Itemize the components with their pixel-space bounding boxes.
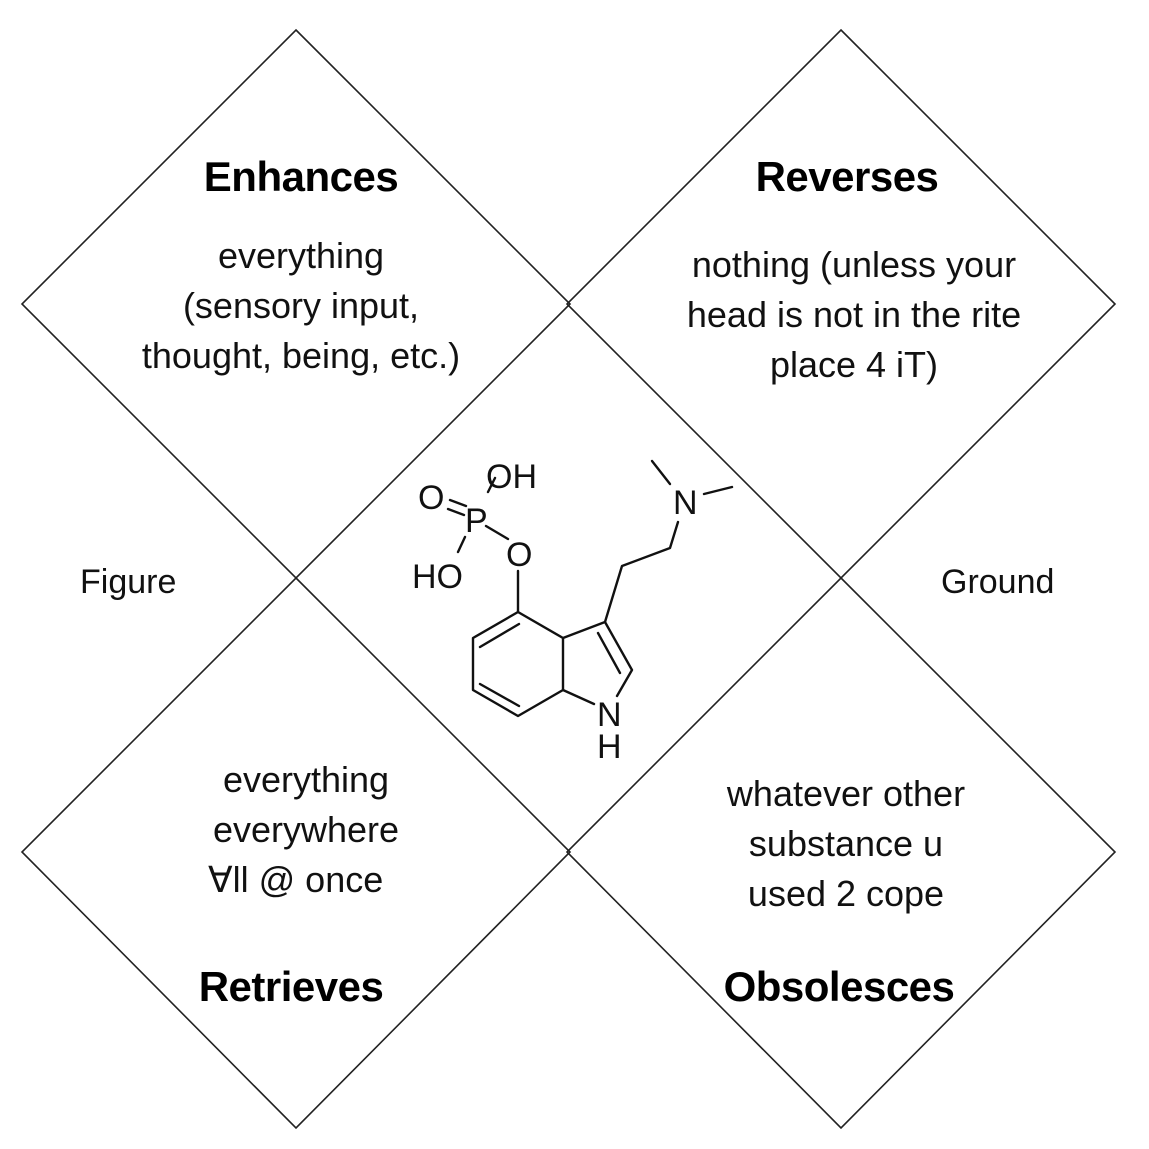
- reverses-line: head is not in the rite: [686, 294, 1022, 335]
- atom-oh: OH: [486, 458, 537, 496]
- atom-labels: OH O P O HO N N H: [412, 458, 698, 766]
- obsolesces-text: whatever other substance u used 2 cope: [676, 769, 1016, 919]
- enhances-title: Enhances: [203, 153, 399, 200]
- enhances-text: everything (sensory input, thought, bein…: [96, 231, 506, 381]
- reverses-line: nothing (unless your: [691, 244, 1017, 285]
- psilocybin-structure: [446, 459, 734, 718]
- obsolesces-line: substance u: [748, 823, 944, 864]
- atom-o-ester: O: [506, 536, 532, 574]
- retrieves-title: Retrieves: [198, 963, 384, 1010]
- retrieves-line: everything: [222, 759, 390, 800]
- enhances-line: (sensory input,: [182, 285, 420, 326]
- obsolesces-line: used 2 cope: [747, 873, 945, 914]
- obsolesces-title: Obsolesces: [723, 963, 955, 1010]
- retrieves-diamond: [20, 576, 572, 1130]
- figure-label: Figure: [80, 563, 177, 601]
- enhances-line: thought, being, etc.): [141, 335, 461, 376]
- atom-h-indole: H: [597, 728, 622, 766]
- retrieves-text: everything everywhere ∀ll @ once: [156, 755, 456, 905]
- atom-p: P: [465, 502, 488, 540]
- obsolesces-line: whatever other: [726, 773, 966, 814]
- reverses-line: place 4 iT): [769, 344, 939, 385]
- reverses-text: nothing (unless your head is not in the …: [644, 240, 1064, 390]
- retrieves-line: everywhere: [212, 809, 400, 850]
- pyrrole-ring: [561, 620, 634, 698]
- retrieves-line: ∀ll @ once: [208, 859, 384, 900]
- ethylamine-chain: [603, 520, 680, 624]
- enhances-line: everything: [217, 235, 385, 276]
- atom-n-amine: N: [673, 484, 698, 522]
- reverses-title: Reverses: [755, 153, 939, 200]
- atom-o-double: O: [418, 479, 444, 517]
- ground-label: Ground: [941, 563, 1055, 601]
- benzene-ring: [471, 610, 565, 718]
- atom-n-indole: N: [597, 696, 622, 734]
- obsolesces-diamond: [565, 576, 1117, 1130]
- atom-ho: HO: [412, 558, 463, 596]
